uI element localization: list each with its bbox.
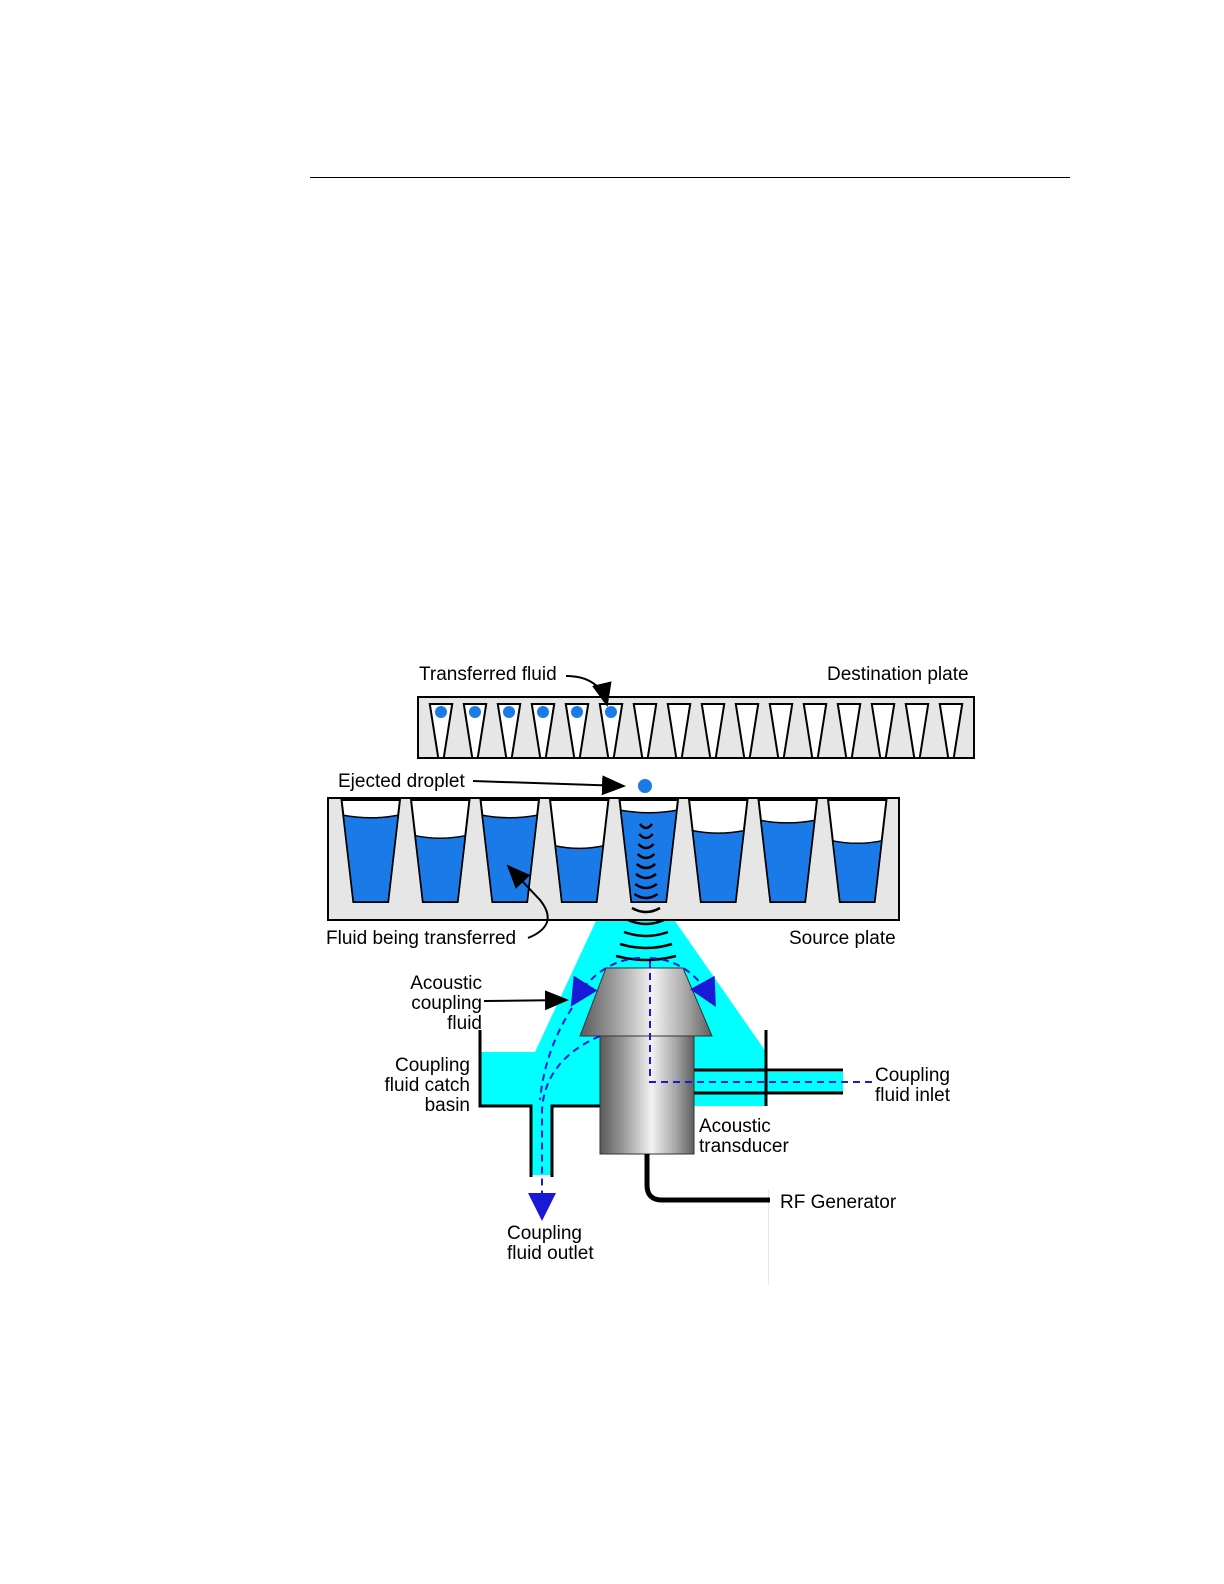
label-rf-generator: RF Generator — [780, 1192, 897, 1213]
transferred-fluid-drop — [571, 706, 583, 718]
source-well-fluid — [415, 836, 465, 902]
label-catch-basin-1: Coupling — [395, 1055, 470, 1076]
source-well-fluid — [833, 841, 882, 902]
label-fluid-outlet-2: fluid outlet — [507, 1243, 594, 1264]
label-catch-basin-3: basin — [425, 1095, 470, 1116]
label-transducer-1: Acoustic — [699, 1116, 771, 1137]
source-well-fluid — [343, 815, 398, 902]
source-well-fluid — [761, 820, 815, 902]
transferred-fluid-drop — [435, 706, 447, 718]
source-plate — [328, 798, 899, 920]
acoustic-transducer — [580, 968, 712, 1154]
ejected-droplet — [638, 779, 652, 793]
label-catch-basin-2: fluid catch — [384, 1075, 470, 1096]
transferred-fluid-drop — [469, 706, 481, 718]
label-acoustic-coupling-fluid-1: Acoustic — [410, 973, 482, 994]
label-fluid-outlet-1: Coupling — [507, 1223, 582, 1244]
transferred-fluid-drop — [503, 706, 515, 718]
label-source-plate: Source plate — [789, 928, 896, 949]
label-transferred-fluid: Transferred fluid — [419, 664, 557, 685]
transferred-fluid-drop — [605, 706, 617, 718]
source-well-fluid — [555, 846, 603, 902]
source-well-fluid — [693, 831, 744, 902]
label-fluid-being-transferred: Fluid being transferred — [326, 928, 516, 949]
label-acoustic-coupling-fluid-3: fluid — [447, 1013, 482, 1034]
rf-cable — [647, 1154, 770, 1200]
label-fluid-inlet-1: Coupling — [875, 1065, 950, 1086]
label-destination-plate: Destination plate — [827, 664, 969, 685]
transferred-fluid-drop — [537, 706, 549, 718]
destination-plate — [418, 697, 974, 758]
label-fluid-inlet-2: fluid inlet — [875, 1085, 951, 1106]
label-transducer-2: transducer — [699, 1136, 789, 1157]
label-acoustic-coupling-fluid-2: coupling — [411, 993, 482, 1014]
label-ejected-droplet: Ejected droplet — [338, 771, 465, 792]
